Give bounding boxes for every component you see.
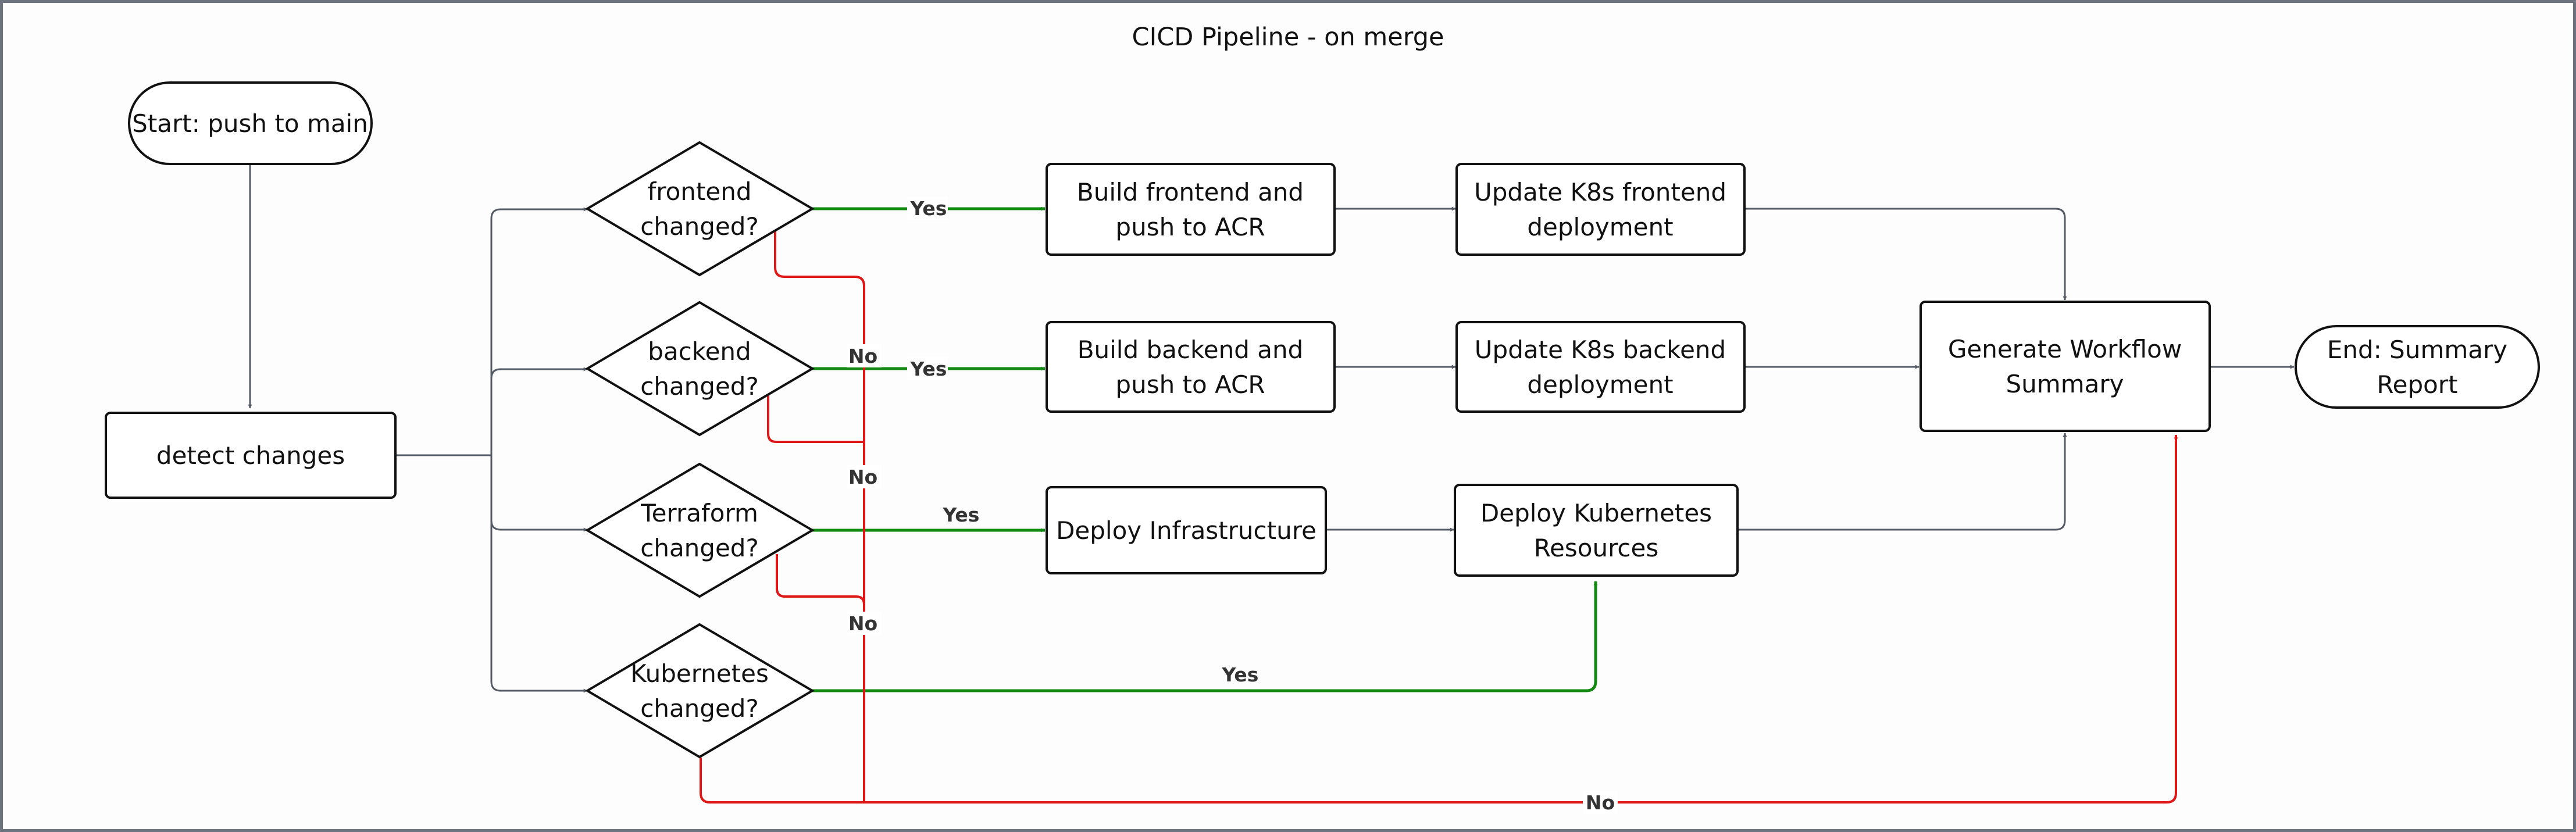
update-backend-step[interactable]: Update K8s backend deployment xyxy=(1455,321,1746,413)
kubernetes-changed-label: Kubernetes changed? xyxy=(630,659,769,723)
frontend-changed-line-1: frontend xyxy=(647,177,751,206)
edge-deploy-k8s-to-summary xyxy=(1737,433,2067,531)
start-terminal-label: Start: push to main xyxy=(132,109,368,138)
edge-detect-to-backend xyxy=(490,367,588,455)
backend-changed-decision[interactable]: backend changed? xyxy=(585,301,815,437)
deploy-infrastructure-step[interactable]: Deploy Infrastructure xyxy=(1046,486,1327,574)
edge-label-kubernetes-yes: Yes xyxy=(1222,663,1259,686)
start-terminal[interactable]: Start: push to main xyxy=(128,81,373,165)
backend-changed-label: backend changed? xyxy=(640,337,759,401)
edges xyxy=(248,164,2295,804)
frontend-changed-label: frontend changed? xyxy=(640,177,759,241)
build-backend-line-2: push to ACR xyxy=(1115,370,1265,399)
edge-label-terraform-no: No xyxy=(848,612,877,635)
summary-line-1: Generate Workflow xyxy=(1948,335,2182,363)
edge-backend-no xyxy=(767,392,864,443)
detect-line-1: detect changes xyxy=(156,441,345,470)
deploy-infra-line-1: Deploy Infrastructure xyxy=(1056,516,1316,545)
build-backend-line-1: Build backend and xyxy=(1078,335,1304,364)
update-backend-label: Update K8s backend deployment xyxy=(1475,335,1726,399)
build-frontend-line-2: push to ACR xyxy=(1115,213,1265,241)
edge-detect-to-terraform xyxy=(490,455,588,532)
summary-line-2: Summary xyxy=(2006,370,2124,398)
kubernetes-changed-line-2: changed? xyxy=(640,694,759,723)
update-frontend-label: Update K8s frontend deployment xyxy=(1474,178,1726,241)
end-line-1: End: Summary xyxy=(2327,335,2507,364)
terraform-changed-line-2: changed? xyxy=(640,534,759,562)
edge-detect-to-kubernetes xyxy=(490,455,588,693)
backend-changed-line-2: changed? xyxy=(640,372,759,401)
edge-label-frontend-yes: Yes xyxy=(910,197,947,220)
deploy-k8s-line-2: Resources xyxy=(1534,534,1659,562)
terraform-changed-decision[interactable]: Terraform changed? xyxy=(585,462,815,598)
detect-changes-label: detect changes xyxy=(156,441,345,470)
update-frontend-line-2: deployment xyxy=(1527,213,1673,241)
frontend-changed-line-2: changed? xyxy=(640,212,759,241)
edge-terraform-no xyxy=(776,554,865,605)
kubernetes-changed-decision[interactable]: Kubernetes changed? xyxy=(585,623,815,759)
edge-label-terraform-yes: Yes xyxy=(943,504,980,526)
edge-label-backend-no: No xyxy=(848,466,877,488)
edge-kubernetes-yes xyxy=(812,581,1598,692)
nodes: Start: push to main detect changes front… xyxy=(105,81,2540,759)
edge-label-frontend-no: No xyxy=(848,345,877,367)
terraform-changed-label: Terraform changed? xyxy=(640,499,759,562)
edge-label-kubernetes-no: No xyxy=(1586,791,1615,814)
update-backend-line-2: deployment xyxy=(1527,370,1673,399)
detect-changes-step[interactable]: detect changes xyxy=(105,412,397,499)
start-line-1: Start: push to main xyxy=(132,109,368,138)
page-title: CICD Pipeline - on merge xyxy=(1132,23,1444,52)
edge-update-frontend-to-summary xyxy=(1744,208,2067,301)
update-frontend-step[interactable]: Update K8s frontend deployment xyxy=(1455,163,1746,256)
edge-label-backend-yes: Yes xyxy=(910,358,947,380)
build-backend-step[interactable]: Build backend and push to ACR xyxy=(1046,321,1336,413)
end-line-2: Report xyxy=(2377,370,2457,399)
kubernetes-changed-line-1: Kubernetes xyxy=(630,659,769,688)
deploy-k8s-line-1: Deploy Kubernetes xyxy=(1480,499,1712,527)
build-frontend-step[interactable]: Build frontend and push to ACR xyxy=(1046,163,1336,256)
build-frontend-line-1: Build frontend and xyxy=(1077,178,1304,206)
build-backend-label: Build backend and push to ACR xyxy=(1078,335,1304,399)
terraform-changed-line-1: Terraform xyxy=(640,499,758,527)
edge-kubernetes-no xyxy=(700,443,2177,804)
deploy-infrastructure-label: Deploy Infrastructure xyxy=(1056,516,1316,545)
update-backend-line-1: Update K8s backend xyxy=(1475,335,1726,364)
build-frontend-label: Build frontend and push to ACR xyxy=(1077,178,1304,241)
backend-changed-line-1: backend xyxy=(648,337,751,366)
frontend-changed-decision[interactable]: frontend changed? xyxy=(585,141,815,277)
update-frontend-line-1: Update K8s frontend xyxy=(1474,178,1726,206)
edge-frontend-no xyxy=(774,231,865,801)
edge-detect-to-frontend xyxy=(490,207,588,455)
edge-labels: Yes Yes Yes Yes No No No No xyxy=(847,197,1618,814)
